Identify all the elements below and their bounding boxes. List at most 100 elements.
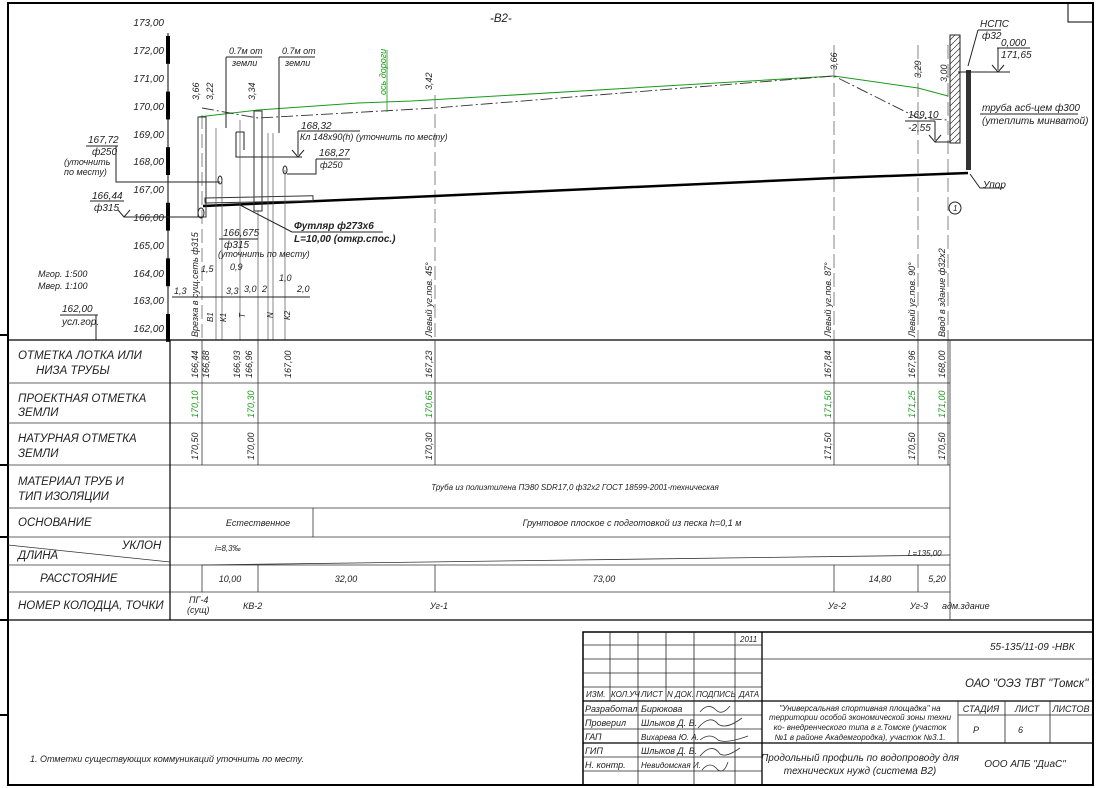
role: ГАП <box>585 732 602 742</box>
callout-elevation: 168,27 <box>319 148 350 159</box>
stage-value: Р <box>973 725 979 735</box>
corner-box <box>1067 2 1094 23</box>
point-label: КВ-2 <box>243 601 262 611</box>
nsps-dia: ф32 <box>982 30 1002 42</box>
callout-note: по месту) <box>64 167 107 177</box>
elev-label: 171,00 <box>133 74 164 85</box>
depth-label: 3,42 <box>424 72 434 90</box>
cell-value: 170,30 <box>424 432 434 460</box>
cell-value: 166,93 <box>232 350 242 378</box>
cell-value: 170,50 <box>937 432 947 460</box>
elevation-scale: 173,00 172,00 171,00 170,00 169,00 168,0… <box>133 18 170 342</box>
utility-verticals <box>215 120 286 340</box>
elev-label: 167,00 <box>133 185 164 196</box>
role: Проверил <box>585 718 626 728</box>
elev-label: 173,00 <box>133 18 164 29</box>
column-header: КОЛ.УЧ <box>611 690 640 699</box>
utility-label: К1 <box>219 313 228 322</box>
point-label: адм.здание <box>942 601 990 611</box>
distance-value: 5,20 <box>928 574 946 584</box>
vertical-label: Левый уг.пов. 45° <box>424 262 434 338</box>
cell-value: 170,10 <box>190 390 200 418</box>
elev-label: 168,00 <box>133 157 164 168</box>
base-cell: Грунтовое плоское с подготовкой из песка… <box>523 518 742 528</box>
row-label: УКЛОН <box>121 540 162 552</box>
project-description: №1 в районе Академгородка), участок №3.1… <box>774 733 945 742</box>
callout-elevation: 168,32 <box>301 121 332 132</box>
row-label: НОМЕР КОЛОДЦА, ТОЧКИ <box>18 600 164 612</box>
scale-bar-segment <box>166 91 170 120</box>
row-label: ОСНОВАНИЕ <box>18 517 92 529</box>
utility-label: Т <box>238 312 247 318</box>
depth-label: 3,66 <box>191 82 201 100</box>
vertical-label: Ввод в здание ф32x2 <box>937 248 947 337</box>
utility-crossing <box>217 175 223 185</box>
sheet-header: ЛИСТ <box>1014 704 1041 714</box>
cell-value: 171,25 <box>907 389 917 418</box>
callout-diameter: ф315 <box>224 239 249 251</box>
cell-value: 170,00 <box>246 432 256 460</box>
base-cell: Естественное <box>226 518 290 528</box>
distance-value: 73,00 <box>593 574 616 584</box>
distance-value: 14,80 <box>869 574 892 584</box>
station-lines <box>201 45 949 340</box>
well-bottom-mark: 169,10 <box>908 110 939 121</box>
sheet-value: 6 <box>1018 725 1023 735</box>
document-number: 55-135/11-09 -НВК <box>990 642 1076 653</box>
sheet-mark: -B2- <box>490 13 512 25</box>
cell-value: 166,96 <box>244 350 254 378</box>
slope-value: i=8,3‰ <box>215 544 241 553</box>
case-pipe <box>204 195 314 204</box>
cell-value: 171,50 <box>823 390 833 418</box>
role: ГИП <box>585 746 603 756</box>
point-label: Уг-1 <box>429 601 448 611</box>
callout-diameter: ф315 <box>94 202 119 214</box>
case-label: Футляр ф273x6 <box>294 220 374 232</box>
datum-value: 162,00 <box>62 304 93 315</box>
stage-header: СТАДИЯ <box>963 704 1000 714</box>
row-label: ЗЕМЛИ <box>18 448 59 460</box>
pipe-line <box>202 171 969 208</box>
elev-label: 170,00 <box>133 102 164 113</box>
row-label: ПРОЕКТНАЯ ОТМЕТКА <box>18 393 147 405</box>
column-header: ДАТА <box>738 690 759 699</box>
column-header: ПОДПИСЬ <box>696 690 736 699</box>
person-name: Невидомская И. <box>641 761 701 770</box>
cable-duct <box>235 131 302 158</box>
distance-value: 32,00 <box>335 574 358 584</box>
cell-value: 166,88 <box>201 350 211 378</box>
depth-note: земли <box>231 58 257 68</box>
scale-bar-segment <box>166 36 170 64</box>
title-block <box>582 631 1094 786</box>
dim-value: 1,5 <box>201 264 215 274</box>
natural-ground-values: 170,50 170,00 170,30 171,50 170,50 170,5… <box>190 432 947 460</box>
depth-label: 3,29 <box>913 60 923 78</box>
stop-label: Упор <box>982 180 1006 191</box>
depth-note: 0.7м от <box>282 46 316 56</box>
cell-value: 170,65 <box>424 389 434 418</box>
utility-label: N <box>266 312 275 318</box>
vertical-label: Левый уг.пов. 87° <box>823 262 833 338</box>
design-ground-values: 170,10 170,30 170,65 171,50 171,25 171,0… <box>190 389 947 418</box>
cell-value: 167,84 <box>823 350 833 378</box>
pipe-note: (утеплить минватой) <box>982 116 1088 127</box>
dim-value: 3,3 <box>226 286 239 296</box>
project-description: "Универсальная спортивная площадка" на <box>779 704 941 713</box>
callout-note: (уточнить по месту) <box>218 249 310 259</box>
project-description: ко- внедренческого типа в г.Томске (учас… <box>774 723 948 732</box>
sheets-header: ЛИСТОВ <box>1051 704 1089 714</box>
well-bottom-mark: -2,55 <box>908 123 931 134</box>
depth-note: земли <box>284 58 310 68</box>
callout-note: Кл 148x90(h) (уточнить по месту) <box>300 132 448 142</box>
elev-label: 166,00 <box>133 213 164 224</box>
depth-label: 3,22 <box>205 82 215 100</box>
sheet-frame <box>7 2 1094 786</box>
scale-bar-segment <box>166 258 170 287</box>
cell-value: 171,00 <box>937 390 947 418</box>
material-cell: Труба из полиэтилена ПЭ80 SDR17,0 ф32x2 … <box>431 483 719 492</box>
drawing-title: Продольный профиль по водопроводу для <box>761 752 960 764</box>
scale-bar-segment <box>166 147 170 175</box>
point-label: Уг-3 <box>909 601 928 611</box>
point-label: Уг-2 <box>827 601 846 611</box>
